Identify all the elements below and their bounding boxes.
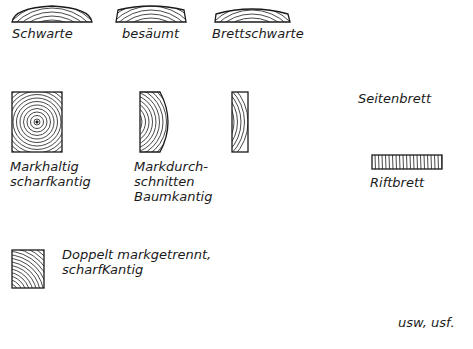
- growth-ring: [424, 155, 426, 169]
- growth-ring: [20, 105, 54, 139]
- growth-ring: [392, 155, 394, 169]
- growth-ring: [399, 155, 401, 169]
- growth-ring: [12, 250, 44, 288]
- growth-ring: [12, 250, 44, 288]
- growth-ring: [0, 8, 104, 112]
- growth-ring: [420, 155, 422, 169]
- cut-label: Markdurch- schnitten Baumkantig: [134, 160, 234, 205]
- growth-ring: [441, 155, 442, 169]
- growth-ring: [431, 155, 433, 169]
- cut-label: Brettschwarte: [212, 27, 304, 42]
- growth-ring: [83, 77, 174, 168]
- growth-ring: [8, 16, 96, 104]
- growth-ring: [111, 105, 146, 140]
- ring-group: [232, 92, 248, 152]
- growth-ring: [232, 92, 234, 152]
- growth-ring: [12, 265, 37, 288]
- ring-group: [95, 2, 207, 114]
- growth-ring: [12, 276, 27, 289]
- growth-ring: [403, 155, 405, 169]
- growth-ring: [198, 6, 306, 114]
- growth-ring: [438, 155, 440, 169]
- growth-ring: [12, 92, 62, 152]
- growth-ring: [12, 95, 62, 150]
- cut-label: Markhaltig scharfkantig: [10, 160, 110, 190]
- growth-ring: [12, 255, 44, 289]
- rift-board-outline: [372, 155, 442, 169]
- ring-group: [79, 73, 177, 171]
- growth-ring: [396, 155, 398, 169]
- growth-ring: [12, 279, 23, 288]
- growth-ring: [417, 155, 419, 169]
- growth-ring: [95, 2, 207, 114]
- growth-ring: [114, 108, 142, 136]
- growth-ring: [434, 155, 436, 169]
- ring-group: [12, 250, 44, 288]
- growth-ring: [27, 112, 47, 132]
- growth-ring: [79, 73, 177, 171]
- growth-ring: [12, 262, 41, 289]
- growth-ring: [12, 272, 30, 288]
- growth-ring: [410, 155, 412, 169]
- cut-label: Schwarte: [12, 27, 73, 42]
- growth-ring: [93, 87, 163, 157]
- growth-ring: [86, 80, 170, 164]
- growth-ring: [232, 92, 248, 152]
- growth-ring: [107, 101, 149, 143]
- growth-ring: [31, 116, 44, 129]
- growth-ring: [103, 10, 199, 106]
- ring-group: [198, 6, 306, 114]
- growth-ring: [24, 109, 51, 136]
- growth-ring: [13, 98, 61, 146]
- growth-ring: [97, 91, 160, 154]
- cut-label: Riftbrett: [370, 176, 424, 191]
- growth-ring: [12, 283, 20, 289]
- growth-ring: [378, 155, 380, 169]
- growth-ring: [12, 250, 44, 288]
- cut-label: Seitenbrett: [358, 92, 431, 107]
- growth-ring: [413, 155, 415, 169]
- cut-label: besäumt: [122, 27, 179, 42]
- cut-label: usw, usf.: [398, 316, 455, 331]
- cut-label: Doppelt markgetrennt, scharfKantig: [62, 248, 262, 278]
- growth-ring: [427, 155, 429, 169]
- growth-ring: [12, 92, 62, 152]
- pith-dot: [36, 121, 38, 123]
- ring-group: [375, 155, 442, 169]
- growth-ring: [12, 251, 44, 288]
- growth-ring: [17, 102, 58, 143]
- growth-ring: [90, 84, 167, 161]
- growth-ring: [4, 12, 100, 108]
- growth-ring: [389, 155, 391, 169]
- growth-rings: [0, 2, 442, 349]
- growth-ring: [385, 155, 387, 169]
- halved-wane-outline: [140, 92, 168, 152]
- board-slab-outline: [215, 9, 290, 22]
- growth-ring: [111, 18, 191, 98]
- growth-ring: [202, 10, 302, 110]
- growth-ring: [12, 20, 92, 100]
- growth-ring: [107, 14, 195, 102]
- growth-ring: [406, 155, 408, 169]
- slab-outline: [12, 6, 92, 22]
- ring-group: [12, 92, 62, 152]
- growth-ring: [232, 92, 245, 152]
- growth-ring: [34, 119, 40, 125]
- growth-ring: [375, 155, 377, 169]
- growth-ring: [104, 98, 153, 147]
- growth-ring: [12, 92, 62, 152]
- growth-ring: [382, 155, 384, 169]
- growth-ring: [12, 258, 44, 288]
- growth-ring: [100, 94, 156, 150]
- growth-ring: [99, 6, 203, 110]
